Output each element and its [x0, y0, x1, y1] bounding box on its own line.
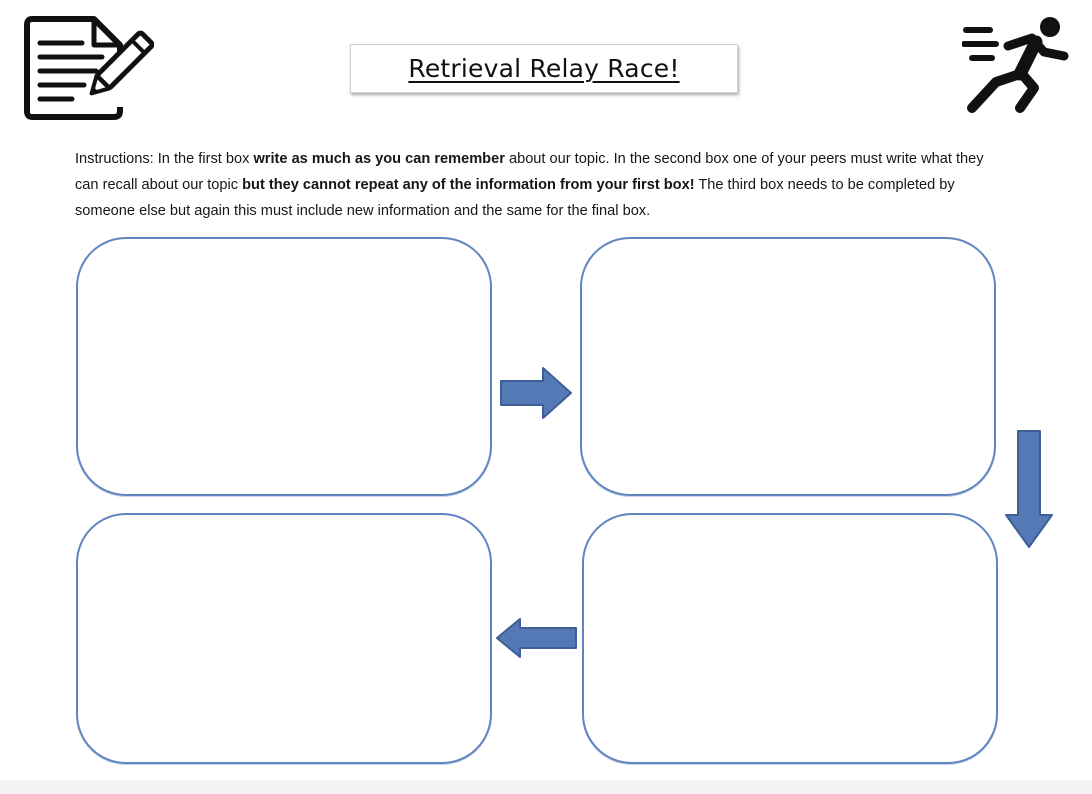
instructions-lead: Instructions: In the first box: [75, 151, 254, 167]
arrow-right-icon: [500, 367, 572, 419]
running-person-icon: [962, 17, 1069, 113]
answer-box-2[interactable]: [580, 237, 996, 496]
answer-box-4[interactable]: [76, 513, 492, 764]
notepad-pencil-icon: [24, 16, 154, 120]
answer-box-1[interactable]: [76, 237, 492, 496]
page-title: Retrieval Relay Race!: [408, 54, 680, 83]
instructions-text: Instructions: In the first box write as …: [75, 146, 1010, 224]
arrow-down-icon: [1005, 430, 1053, 548]
answer-box-3[interactable]: [582, 513, 998, 764]
instructions-bold-1: write as much as you can remember: [253, 151, 505, 167]
instructions-tail: The third box needs to be completed by s…: [75, 177, 955, 219]
arrow-left-icon: [496, 618, 577, 658]
page-bottom-strip: [0, 780, 1092, 794]
instructions-mid: about our topic. In the second box one o…: [75, 151, 984, 193]
title-box: Retrieval Relay Race!: [350, 44, 738, 93]
instructions-bold-2: but they cannot repeat any of the inform…: [242, 177, 695, 193]
